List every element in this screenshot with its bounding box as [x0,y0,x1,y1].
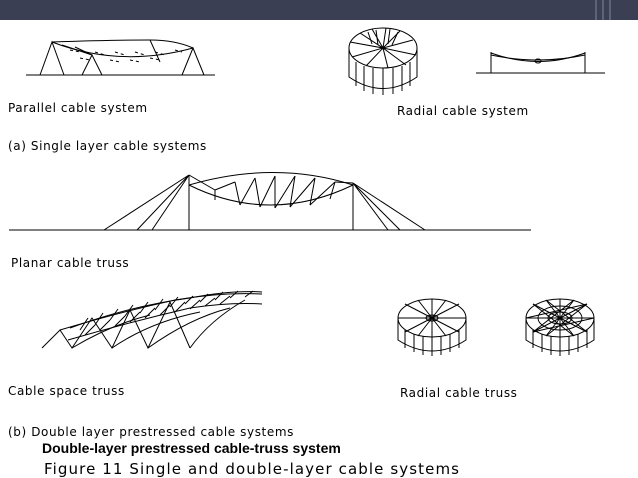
double-layer-caption: Double-layer prestressed cable-truss sys… [42,440,341,456]
radial-cable-system-label: Radial cable system [397,104,529,118]
suspended-cable-drawing [476,52,605,74]
planar-cable-truss-drawing [9,172,531,231]
cable-space-truss-drawing [41,290,263,350]
parallel-cable-system-label: Parallel cable system [8,101,148,115]
figure-caption: Figure 11 Single and double-layer cable … [44,460,461,478]
radial-cable-truss-drawing [397,298,467,356]
double-layer-heading: (b) Double layer prestressed cable syste… [8,425,294,439]
radial-cable-truss-label: Radial cable truss [400,386,518,400]
title-bar [0,0,638,20]
planar-cable-truss-label: Planar cable truss [11,256,130,270]
dense-radial-cable-truss-drawing [525,298,595,356]
parallel-cable-roof-drawing [26,39,215,76]
cable-space-truss-label: Cable space truss [8,384,125,398]
single-layer-heading: (a) Single layer cable systems [8,139,207,153]
radial-cable-drum-drawing [348,27,418,95]
